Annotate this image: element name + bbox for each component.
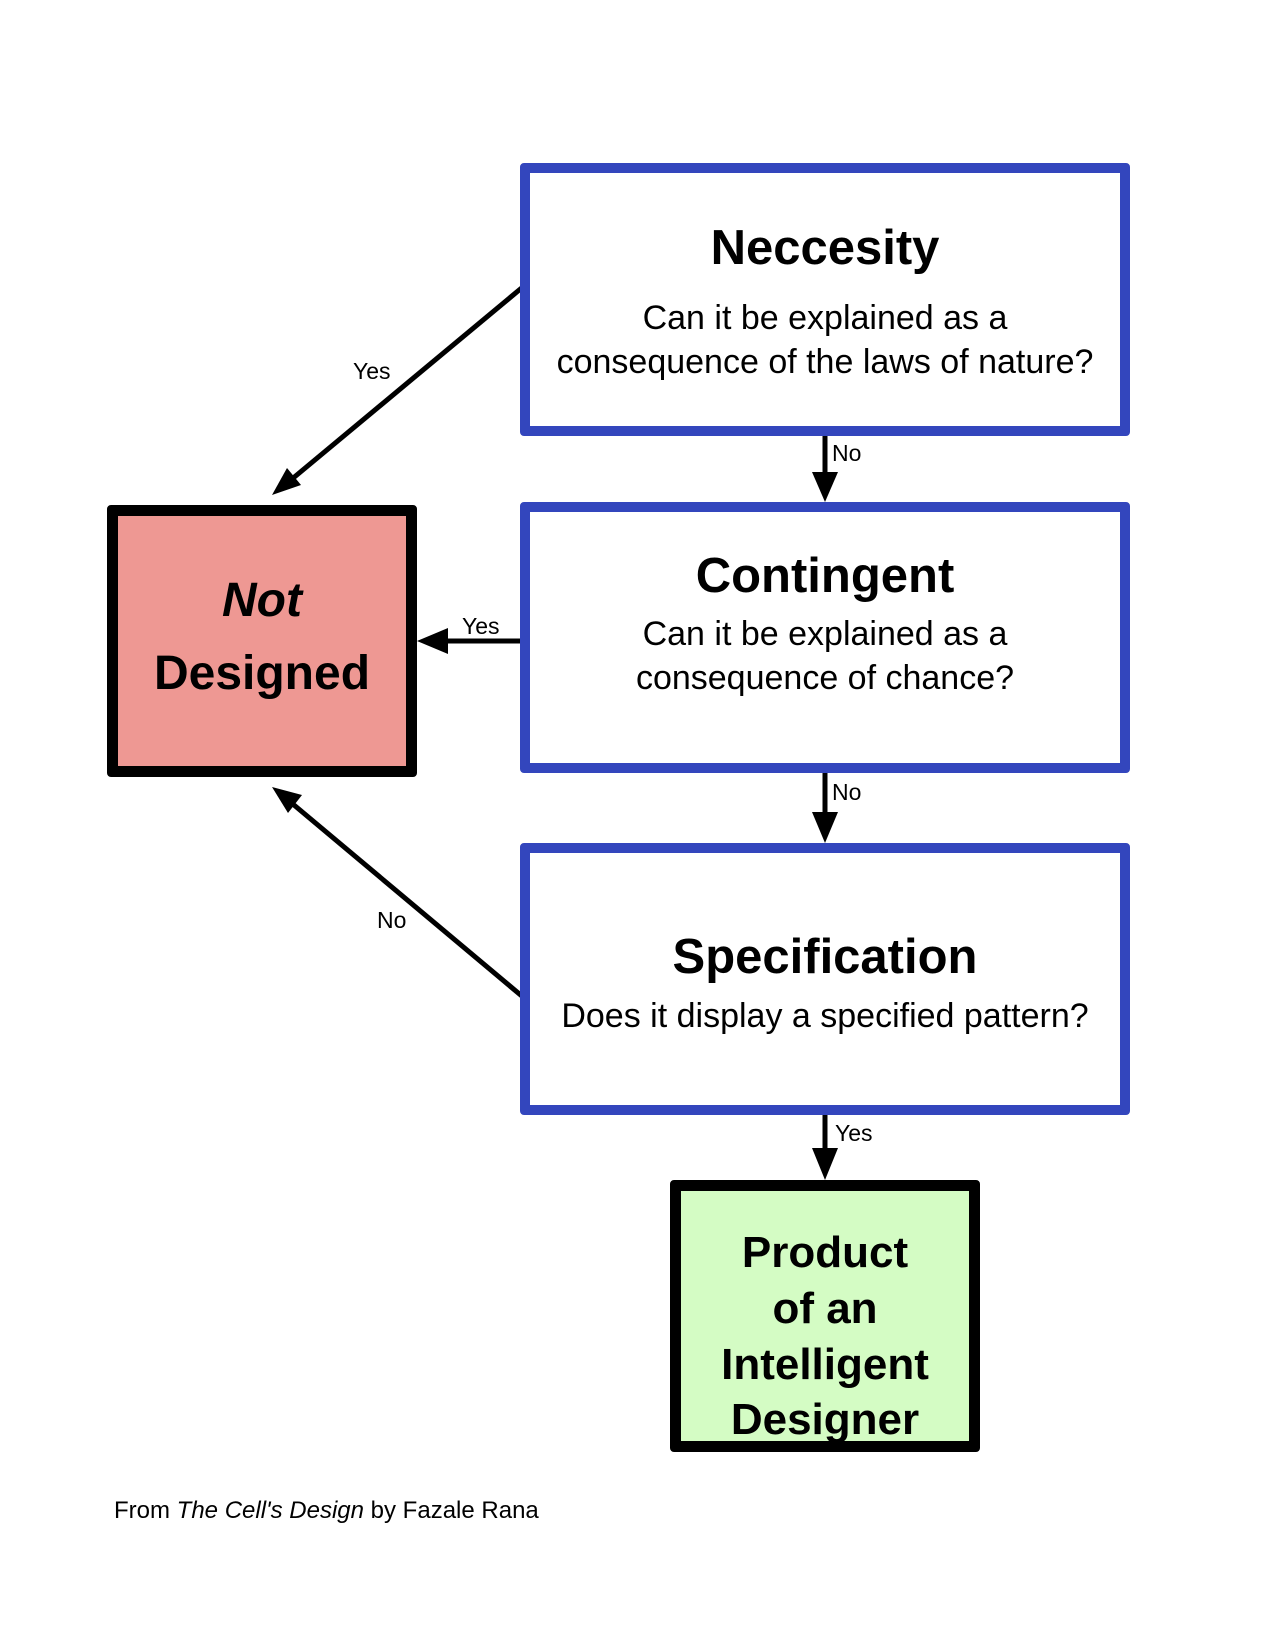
- edge-necessity-yes: [272, 284, 526, 495]
- edge-contingent-yes: [417, 628, 520, 654]
- edge-label-specification-no: No: [377, 907, 407, 933]
- contingent-question-line-2: consequence of chance?: [635, 659, 1015, 697]
- specification-title: Specification: [672, 930, 978, 984]
- edge-label-contingent-no: No: [832, 779, 862, 805]
- contingent-title: Contingent: [695, 549, 955, 603]
- arrowhead-icon: [417, 628, 448, 654]
- arrowhead-icon: [812, 812, 838, 843]
- designer-line-4: Designer: [730, 1395, 920, 1444]
- intelligent-designer-node: Product of an Intelligent Designer: [670, 1180, 980, 1452]
- edge-label-contingent-yes: Yes: [462, 613, 500, 639]
- edge-necessity-no: [812, 436, 838, 502]
- contingent-question-line-1: Can it be explained as a: [642, 615, 1008, 653]
- not-designed-node: Not Designed: [107, 505, 417, 777]
- specification-node: Specification Does it display a specifie…: [520, 843, 1130, 1115]
- designer-line-3: Intelligent: [721, 1340, 929, 1389]
- necessity-question-line-1: Can it be explained as a: [642, 299, 1008, 337]
- arrowhead-icon: [272, 787, 302, 813]
- caption-prefix: From: [114, 1497, 177, 1524]
- edge-specification-no: [272, 787, 525, 999]
- necessity-question-line-2: consequence of the laws of nature?: [556, 343, 1094, 381]
- necessity-node: Neccesity Can it be explained as a conse…: [520, 163, 1130, 436]
- arrowhead-icon: [812, 472, 838, 502]
- edge-label-necessity-yes: Yes: [353, 358, 391, 384]
- designer-line-1: Product: [741, 1228, 909, 1277]
- edge-label-specification-yes: Yes: [835, 1120, 873, 1146]
- contingent-node: Contingent Can it be explained as a cons…: [520, 502, 1130, 773]
- caption-suffix: by Fazale Rana: [364, 1497, 539, 1524]
- source-caption: From The Cell's Design by Fazale Rana: [114, 1499, 539, 1523]
- edge-contingent-no: [812, 773, 838, 843]
- designer-line-2: of an: [772, 1284, 878, 1333]
- arrowhead-icon: [812, 1148, 838, 1180]
- arrowhead-icon: [272, 468, 301, 495]
- not-designed-line-2: Designed: [153, 647, 371, 700]
- necessity-title: Neccesity: [710, 221, 940, 275]
- edge-specification-yes: [812, 1115, 838, 1180]
- not-designed-line-1: Not: [222, 574, 302, 627]
- edge-label-necessity-no: No: [832, 440, 862, 466]
- specification-question-line-1: Does it display a specified pattern?: [561, 997, 1089, 1035]
- caption-book-title: The Cell's Design: [176, 1497, 364, 1524]
